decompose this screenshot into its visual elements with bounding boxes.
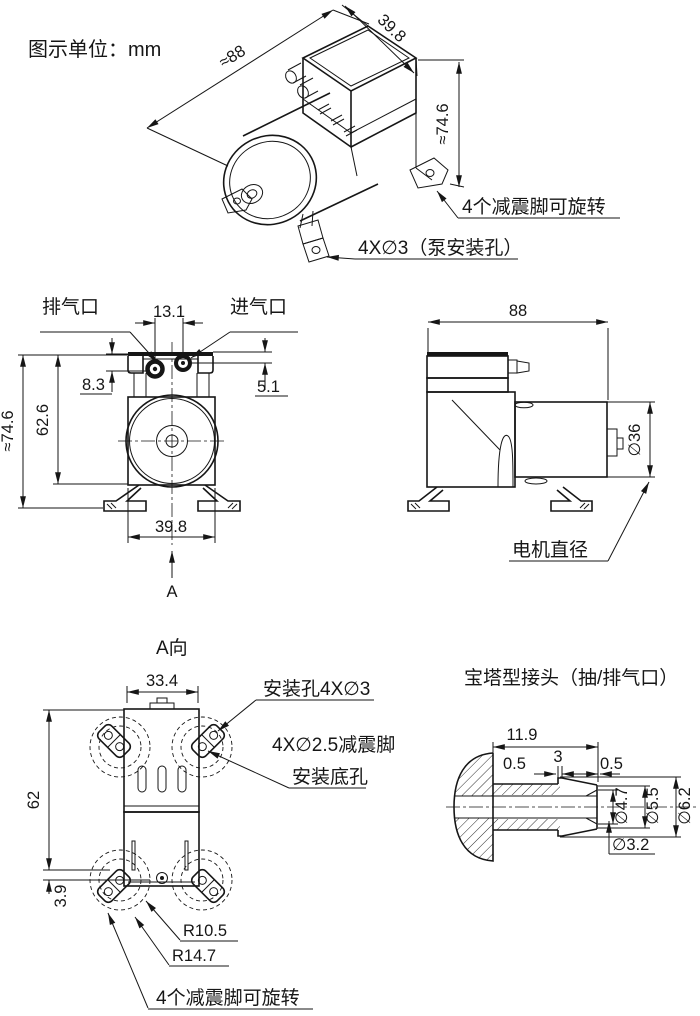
iso-dim-height: ≈74.6 xyxy=(434,103,452,144)
bottom-dim-top-width: 33.4 xyxy=(146,672,178,690)
bottom-pump-body xyxy=(89,697,233,911)
side-pump-body xyxy=(407,352,624,512)
bottom-view-title: A向 xyxy=(156,637,188,659)
bottom-dim-length: 62 xyxy=(25,791,43,809)
bottom-foot-bottom-right xyxy=(190,868,226,904)
iso-note-feet-rotate: 4个减震脚可旋转 xyxy=(462,196,606,218)
units-label: 图示单位：mm xyxy=(28,38,161,61)
front-dimensions: 13.1 排气口 进气口 8.3 5.1 62.6 xyxy=(0,296,298,601)
connector-view: 宝塔型接头（抽/排气口） 11.9 xyxy=(446,667,698,862)
front-pump-body xyxy=(103,342,241,545)
iso-dimensions: ≈88 39.8 ≈74.6 4个减震脚可旋转 4X∅3（泵安装孔） xyxy=(146,4,620,261)
connector-dim-bore: ∅3.2 xyxy=(612,836,649,854)
connector-dimensions: 11.9 0.5 3 0.5 ∅4.7 ∅5.5 ∅6.2 ∅3.2 xyxy=(492,726,694,855)
connector-dim-tube-od: ∅5.5 xyxy=(644,787,662,824)
bottom-dim-foot-offset: 3.9 xyxy=(52,885,70,908)
front-label-exhaust: 排气口 xyxy=(42,296,99,318)
bottom-foot-top-left xyxy=(96,723,132,759)
connector-dim-length: 11.9 xyxy=(507,726,538,744)
front-view: 13.1 排气口 进气口 8.3 5.1 62.6 xyxy=(0,296,298,601)
connector-section xyxy=(446,752,698,862)
bottom-dim-radius-outer: R14.7 xyxy=(172,947,216,965)
iso-dim-length: ≈88 xyxy=(216,42,249,72)
iso-barb-nipples xyxy=(285,62,319,99)
bottom-note-damper-line2: 安装底孔 xyxy=(292,766,368,788)
front-dim-port-spacing: 13.1 xyxy=(153,303,185,321)
connector-dim-seg-right: 0.5 xyxy=(600,755,623,773)
bottom-note-feet-rotate: 4个减震脚可旋转 xyxy=(156,987,300,1009)
iso-foot-left xyxy=(221,188,253,214)
bottom-dim-radius-inner: R10.5 xyxy=(183,922,227,940)
front-dim-width: 39.8 xyxy=(155,518,187,536)
bottom-view: A向 xyxy=(25,637,395,1010)
front-dim-total-height: ≈74.6 xyxy=(0,410,17,451)
front-view-arrow-label: A xyxy=(166,583,177,601)
iso-note-mount-holes: 4X∅3（泵安装孔） xyxy=(358,237,522,259)
side-dim-length: 88 xyxy=(509,302,527,320)
side-dimensions: 88 ∅36 电机直径 xyxy=(427,302,655,562)
iso-foot-rear xyxy=(409,157,449,189)
iso-view: ≈88 39.8 ≈74.6 4个减震脚可旋转 4X∅3（泵安装孔） xyxy=(146,4,620,263)
iso-foot-front xyxy=(297,210,330,263)
connector-view-title: 宝塔型接头（抽/排气口） xyxy=(464,667,678,689)
iso-dim-width: 39.8 xyxy=(374,11,410,46)
bottom-note-damper-line1: 4X∅2.5减震脚 xyxy=(272,734,395,756)
front-dim-exhaust-offset: 8.3 xyxy=(82,376,105,394)
front-dim-intake-offset: 5.1 xyxy=(257,378,280,396)
iso-pump-body xyxy=(221,25,449,263)
connector-dim-seg-left: 0.5 xyxy=(503,755,526,773)
front-dim-body-height: 62.6 xyxy=(34,404,52,436)
connector-dim-barb-od: ∅6.2 xyxy=(676,787,694,824)
bottom-dimensions: 33.4 62 3.9 R10.5 R14.7 4个减震脚可旋转 安装孔4X∅3 xyxy=(25,672,395,1010)
side-dim-motor-diameter: ∅36 xyxy=(626,424,644,457)
bottom-foot-bottom-left xyxy=(96,868,132,904)
connector-dim-seg-mid: 3 xyxy=(553,748,562,766)
front-label-intake: 进气口 xyxy=(230,296,287,318)
bottom-note-mount-holes: 安装孔4X∅3 xyxy=(263,678,370,700)
bottom-rotation-circles xyxy=(89,716,233,911)
side-view: 88 ∅36 电机直径 xyxy=(407,302,655,562)
connector-dim-bore-tip: ∅4.7 xyxy=(613,787,631,824)
side-note-motor-diameter: 电机直径 xyxy=(512,539,588,561)
